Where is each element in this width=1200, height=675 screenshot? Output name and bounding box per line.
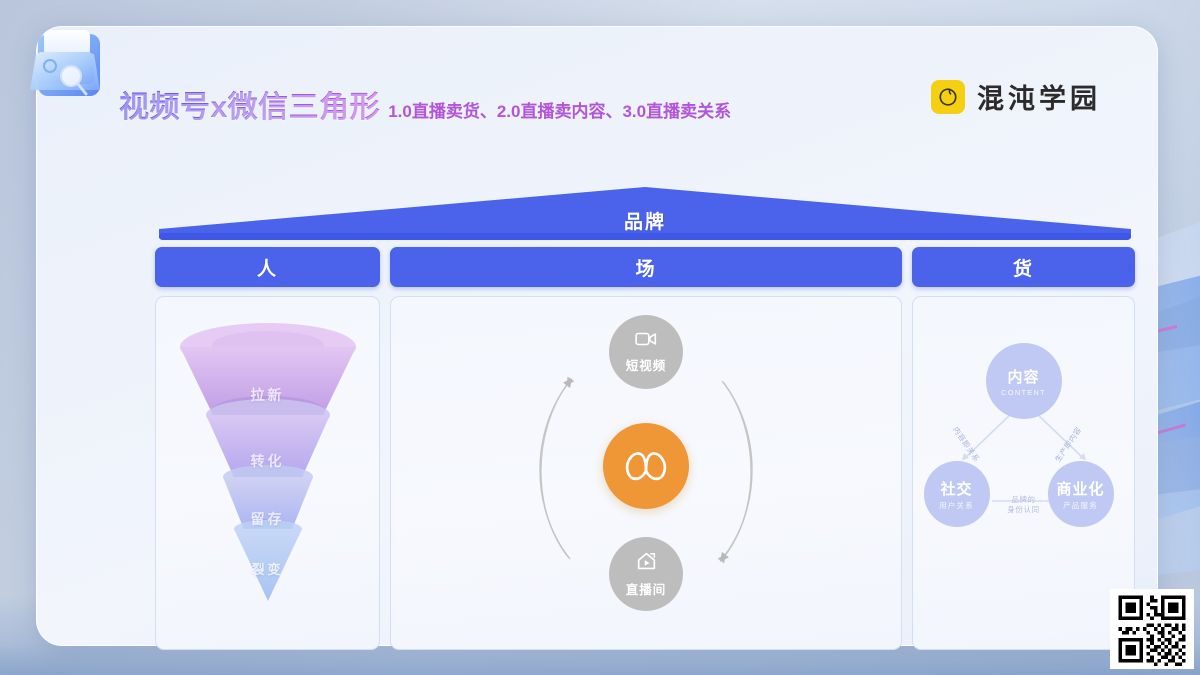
triangle-edge-label-bottom-line2: 身份认同	[1007, 505, 1040, 515]
triangle-edge-label-bottom-line1: 品牌的	[1011, 495, 1036, 504]
house-roof: 品牌	[155, 185, 1135, 243]
venue-cycle-diagram: 短视频	[526, 311, 766, 631]
triangle-node-content[interactable]: 内容 CONTENT	[985, 343, 1062, 419]
column-header-venue: 场	[390, 247, 902, 287]
node-short-video[interactable]: 短视频	[609, 315, 683, 389]
column-header-people: 人	[155, 247, 380, 287]
roof-label: 品牌	[623, 212, 666, 233]
slide-header: 视频号x微信三角形 1.0直播卖货、2.0直播卖内容、3.0直播卖关系 混沌学园	[37, 27, 1157, 132]
triangle-node-social[interactable]: 社交 用户关系	[923, 461, 990, 527]
triangle-node-social-cn: 社交	[940, 480, 973, 498]
node-wechat-channels[interactable]	[603, 423, 689, 509]
triangle-node-social-en: 用户关系	[939, 500, 974, 510]
wechat-channels-butterfly-icon	[623, 444, 669, 489]
qr-code[interactable]	[1110, 589, 1194, 669]
live-house-play-icon	[636, 551, 657, 576]
title-main: 视频号x微信三角形	[119, 82, 380, 126]
roof-shape: 品牌	[155, 185, 1135, 243]
brand-name: 混沌学园	[977, 84, 1101, 115]
video-camera-icon	[635, 331, 657, 352]
triangle-node-commercialization[interactable]: 商业化 产品服务	[1047, 461, 1114, 527]
triangle-node-content-en: CONTENT	[1001, 387, 1046, 397]
funnel-stage-label-2: 转化	[250, 453, 285, 469]
triangle-connector-lines	[961, 412, 1086, 502]
triangle-node-content-cn: 内容	[1007, 368, 1040, 386]
slide-card: 视频号x微信三角形 1.0直播卖货、2.0直播卖内容、3.0直播卖关系 混沌学园…	[36, 26, 1158, 650]
column-body-goods: 内容 CONTENT 社交 用户关系 商业化 产品服务 内容即关系 生产即内容 …	[912, 296, 1135, 650]
column-body-people: 拉新 转化 留存 裂变	[155, 296, 380, 650]
funnel-stage-label-1: 拉新	[250, 387, 285, 403]
user-growth-funnel: 拉新 转化 留存 裂变	[173, 319, 363, 629]
column-venue[interactable]: 场	[390, 247, 902, 650]
node-label-live-room: 直播间	[625, 582, 667, 597]
title-subtitle: 1.0直播卖货、2.0直播卖内容、3.0直播卖关系	[388, 102, 732, 121]
cycle-arrows-icon	[539, 376, 753, 564]
triangle-node-commercialization-en: 产品服务	[1063, 500, 1098, 510]
brand-triangle-diagram: 内容 CONTENT 社交 用户关系 商业化 产品服务 内容即关系 生产即内容 …	[923, 343, 1124, 553]
column-goods[interactable]: 货 内容 CONTENT 社交	[912, 247, 1135, 650]
triangle-node-commercialization-cn: 商业化	[1056, 480, 1105, 498]
funnel-stage-label-4: 裂变	[251, 562, 284, 577]
node-live-room[interactable]: 直播间	[609, 537, 683, 611]
triangle-edge-label-bottom: 品牌的 身份认同	[988, 495, 1060, 515]
3d-folder-search-icon	[22, 24, 114, 108]
page-title: 视频号x微信三角形 1.0直播卖货、2.0直播卖内容、3.0直播卖关系	[119, 82, 731, 126]
funnel-stage-label-3: 留存	[250, 511, 285, 527]
node-label-short-video: 短视频	[625, 358, 667, 373]
brand-logo: 混沌学园	[931, 77, 1101, 116]
yellow-circle-logo-icon	[931, 79, 965, 114]
column-body-venue: 短视频	[390, 296, 902, 650]
column-header-goods: 货	[912, 247, 1135, 287]
house-columns: 人	[155, 247, 1135, 650]
column-people[interactable]: 人	[155, 247, 380, 650]
